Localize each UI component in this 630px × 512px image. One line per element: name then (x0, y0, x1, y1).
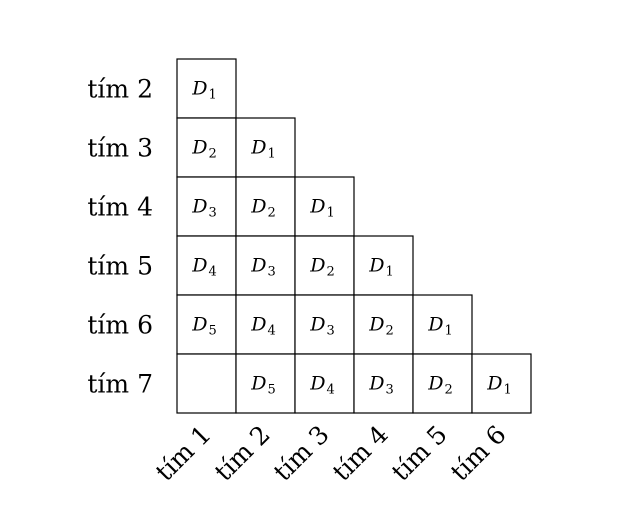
row-label: tím 4 (87, 193, 153, 222)
cell-subscript: 5 (208, 324, 216, 339)
grid-cell (176, 353, 237, 414)
grid-cell (176, 117, 237, 178)
grid-cell (471, 353, 532, 414)
cell-label: D1 (368, 255, 394, 280)
grid-cell (235, 294, 296, 355)
cell-subscript: 5 (267, 383, 275, 398)
column-label: tím 3 (268, 420, 335, 487)
grid-cell (176, 176, 237, 237)
grid-cell (294, 235, 355, 296)
grid-cell (235, 353, 296, 414)
cell-label: D2 (309, 255, 335, 280)
cell-subscript: 3 (326, 324, 334, 339)
cell-letter: D (191, 314, 207, 336)
cell-subscript: 2 (267, 206, 275, 221)
cell-label: D5 (250, 373, 276, 398)
grid-cell (235, 235, 296, 296)
cell-label: D4 (191, 255, 217, 280)
cell-label: D1 (191, 78, 217, 103)
row-labels: tím 2 tím 3 tím 4 tím 5 tím 6 tím 7 (87, 75, 153, 399)
cell-letter: D (250, 314, 266, 336)
cell-letter: D (250, 255, 266, 277)
column-label: tím 5 (386, 420, 453, 487)
grid-cell (353, 235, 414, 296)
cell-subscript: 3 (208, 206, 216, 221)
cell-subscript: 3 (267, 265, 275, 280)
row-label: tím 7 (87, 370, 153, 399)
cell-letter: D (191, 196, 207, 218)
grid-cell (412, 294, 473, 355)
cell-letter: D (309, 373, 325, 395)
cell-letter: D (368, 255, 384, 277)
cell-letter: D (427, 314, 443, 336)
cell-subscript: 1 (385, 265, 393, 280)
cell-label: D3 (368, 373, 394, 398)
grid-cell (235, 117, 296, 178)
cell-letter: D (309, 314, 325, 336)
cell-label: D2 (191, 137, 217, 162)
cell-label: D1 (309, 196, 335, 221)
cell-letter: D (486, 373, 502, 395)
cell-letter: D (368, 314, 384, 336)
grid-cell (176, 58, 237, 119)
cell-subscript: 4 (267, 324, 275, 339)
cell-label: D1 (486, 373, 512, 398)
cell-subscript: 3 (385, 383, 393, 398)
grid-cell (353, 294, 414, 355)
column-label: tím 6 (445, 420, 512, 487)
cell-subscript: 1 (503, 383, 511, 398)
column-label: tím 4 (327, 420, 394, 487)
cell-label: D2 (368, 314, 394, 339)
cell-subscript: 1 (326, 206, 334, 221)
row-label: tím 2 (87, 75, 153, 104)
cell-label: D2 (427, 373, 453, 398)
cell-subscript: 2 (208, 147, 216, 162)
cell-label: D2 (250, 196, 276, 221)
cell-label: D3 (309, 314, 335, 339)
cell-label: D1 (250, 137, 276, 162)
grid-cell (412, 353, 473, 414)
cell-letter: D (309, 196, 325, 218)
column-label: tím 1 (150, 420, 217, 487)
cell-label: D4 (250, 314, 276, 339)
cell-label: D1 (427, 314, 453, 339)
cell-letter: D (191, 78, 207, 100)
grid-cell (176, 235, 237, 296)
row-label: tím 6 (87, 311, 153, 340)
grid-cell (294, 294, 355, 355)
grid-cell (176, 294, 237, 355)
cell-subscript: 1 (267, 147, 275, 162)
cell-letter: D (250, 373, 266, 395)
cell-label: D4 (309, 373, 335, 398)
row-label: tím 5 (87, 252, 153, 281)
column-label: tím 2 (209, 420, 276, 487)
cell-letter: D (309, 255, 325, 277)
cell-subscript: 1 (208, 88, 216, 103)
row-label: tím 3 (87, 134, 153, 163)
cell-subscript: 2 (326, 265, 334, 280)
grid-cell (294, 176, 355, 237)
cell-subscript: 2 (444, 383, 452, 398)
cell-letter: D (250, 196, 266, 218)
cell-label: D3 (250, 255, 276, 280)
cell-letter: D (191, 137, 207, 159)
cell-letter: D (427, 373, 443, 395)
cell-subscript: 1 (444, 324, 452, 339)
cell-label: D3 (191, 196, 217, 221)
grid-cell (294, 353, 355, 414)
cell-subscript: 4 (208, 265, 216, 280)
cell-subscript: 4 (326, 383, 334, 398)
cell-subscript: 2 (385, 324, 393, 339)
cell-letter: D (368, 373, 384, 395)
cell-label: D5 (191, 314, 217, 339)
grid-cell (353, 353, 414, 414)
cell-letter: D (191, 255, 207, 277)
cell-letter: D (250, 137, 266, 159)
